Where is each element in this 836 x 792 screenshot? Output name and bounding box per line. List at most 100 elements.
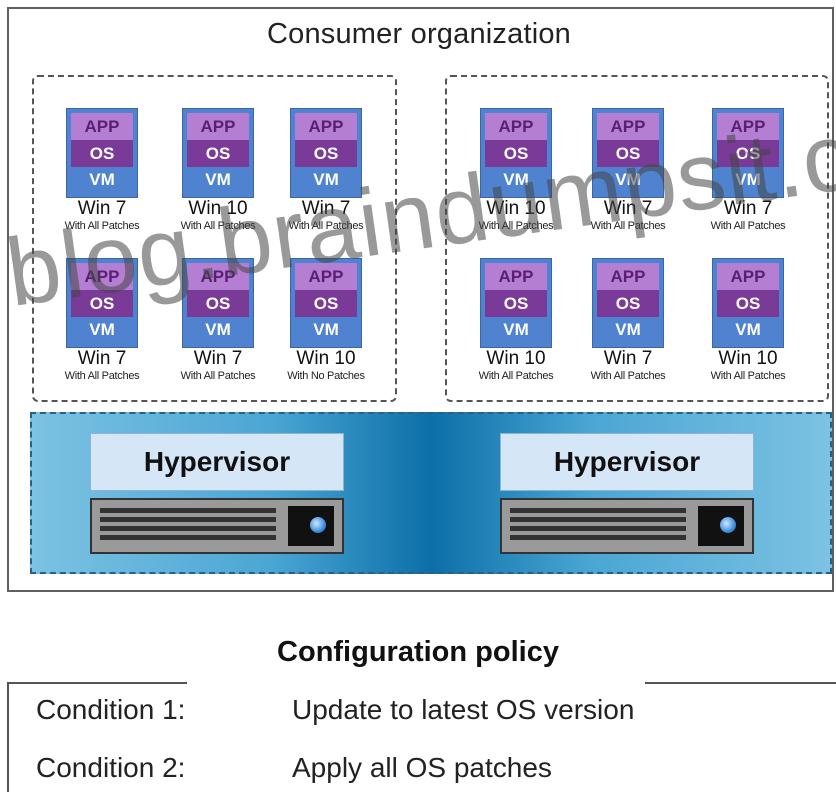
os-layer: OS	[597, 290, 659, 317]
vm-os-name: Win 7	[77, 198, 127, 219]
power-led-icon	[720, 517, 736, 533]
app-layer: APP	[717, 113, 779, 140]
policy-divider-left	[7, 682, 187, 684]
os-layer: OS	[717, 140, 779, 167]
os-layer: OS	[295, 140, 357, 167]
policy-divider-right	[645, 682, 836, 684]
vm-os-name: Win 7	[603, 198, 653, 219]
vm-patch-status: With All Patches	[288, 220, 364, 232]
org-title: Consumer organization	[266, 18, 572, 50]
server-icon	[500, 498, 754, 554]
vm-stack: APP OS VM	[66, 258, 138, 348]
vm-tile: APP OS VM Win 7 With All Patches	[276, 108, 376, 233]
vm-patch-status: With All Patches	[478, 370, 554, 382]
app-layer: APP	[71, 113, 133, 140]
os-layer: OS	[485, 290, 547, 317]
condition-text: Update to latest OS version	[292, 694, 635, 725]
server-drive	[698, 506, 744, 546]
policy-condition: Condition 1: Update to latest OS version	[36, 694, 634, 726]
vm-patch-status: With All Patches	[710, 220, 786, 232]
vm-layer: VM	[71, 167, 133, 193]
policy-title: Configuration policy	[277, 636, 559, 668]
vm-tile: APP OS VM Win 7 With All Patches	[168, 258, 268, 383]
os-layer: OS	[597, 140, 659, 167]
vm-os-name: Win 7	[603, 348, 653, 369]
vm-layer: VM	[71, 317, 133, 343]
vm-group-left	[32, 75, 397, 402]
vm-patch-status: With All Patches	[64, 370, 140, 382]
hypervisor-right: Hypervisor	[500, 433, 754, 554]
hypervisor-left: Hypervisor	[90, 433, 344, 554]
vm-tile: APP OS VM Win 10 With All Patches	[168, 108, 268, 233]
vm-patch-status: With All Patches	[64, 220, 140, 232]
vm-layer: VM	[295, 167, 357, 193]
vm-stack: APP OS VM	[592, 258, 664, 348]
hypervisor-label: Hypervisor	[500, 433, 754, 491]
os-layer: OS	[187, 290, 249, 317]
vm-tile: APP OS VM Win 10 With No Patches	[276, 258, 376, 383]
vm-os-name: Win 7	[301, 198, 351, 219]
vm-stack: APP OS VM	[290, 108, 362, 198]
server-slots	[100, 508, 276, 544]
vm-stack: APP OS VM	[712, 108, 784, 198]
vm-tile: APP OS VM Win 10 With All Patches	[466, 108, 566, 233]
vm-layer: VM	[717, 317, 779, 343]
vm-tile: APP OS VM Win 7 With All Patches	[52, 258, 152, 383]
policy-condition: Condition 2: Apply all OS patches	[36, 752, 552, 784]
vm-stack: APP OS VM	[182, 258, 254, 348]
vm-os-name: Win 10	[486, 198, 546, 219]
vm-layer: VM	[717, 167, 779, 193]
vm-patch-status: With No Patches	[287, 370, 365, 382]
app-layer: APP	[187, 113, 249, 140]
vm-patch-status: With All Patches	[180, 370, 256, 382]
vm-patch-status: With All Patches	[590, 220, 666, 232]
vm-layer: VM	[187, 317, 249, 343]
vm-os-name: Win 10	[188, 198, 248, 219]
condition-label: Condition 1:	[36, 694, 186, 725]
app-layer: APP	[597, 263, 659, 290]
vm-patch-status: With All Patches	[180, 220, 256, 232]
vm-patch-status: With All Patches	[710, 370, 786, 382]
os-layer: OS	[717, 290, 779, 317]
condition-label: Condition 2:	[36, 752, 186, 783]
vm-os-name: Win 10	[718, 348, 778, 369]
vm-tile: APP OS VM Win 7 With All Patches	[698, 108, 798, 233]
app-layer: APP	[295, 263, 357, 290]
vm-os-name: Win 10	[296, 348, 356, 369]
vm-tile: APP OS VM Win 7 With All Patches	[578, 258, 678, 383]
vm-stack: APP OS VM	[480, 108, 552, 198]
vm-stack: APP OS VM	[592, 108, 664, 198]
vm-stack: APP OS VM	[290, 258, 362, 348]
os-layer: OS	[187, 140, 249, 167]
os-layer: OS	[71, 140, 133, 167]
vm-tile: APP OS VM Win 10 With All Patches	[698, 258, 798, 383]
os-layer: OS	[71, 290, 133, 317]
vm-tile: APP OS VM Win 10 With All Patches	[466, 258, 566, 383]
vm-stack: APP OS VM	[712, 258, 784, 348]
vm-tile: APP OS VM Win 7 With All Patches	[578, 108, 678, 233]
os-layer: OS	[295, 290, 357, 317]
vm-layer: VM	[485, 167, 547, 193]
server-slots	[510, 508, 686, 544]
os-layer: OS	[485, 140, 547, 167]
power-led-icon	[310, 517, 326, 533]
condition-text: Apply all OS patches	[292, 752, 552, 783]
app-layer: APP	[717, 263, 779, 290]
vm-layer: VM	[597, 167, 659, 193]
app-layer: APP	[485, 113, 547, 140]
vm-tile: APP OS VM Win 7 With All Patches	[52, 108, 152, 233]
server-icon	[90, 498, 344, 554]
hypervisor-label: Hypervisor	[90, 433, 344, 491]
vm-patch-status: With All Patches	[478, 220, 554, 232]
vm-layer: VM	[187, 167, 249, 193]
vm-layer: VM	[295, 317, 357, 343]
vm-stack: APP OS VM	[66, 108, 138, 198]
server-drive	[288, 506, 334, 546]
vm-layer: VM	[485, 317, 547, 343]
vm-patch-status: With All Patches	[590, 370, 666, 382]
app-layer: APP	[71, 263, 133, 290]
vm-layer: VM	[597, 317, 659, 343]
app-layer: APP	[187, 263, 249, 290]
app-layer: APP	[597, 113, 659, 140]
vm-stack: APP OS VM	[182, 108, 254, 198]
